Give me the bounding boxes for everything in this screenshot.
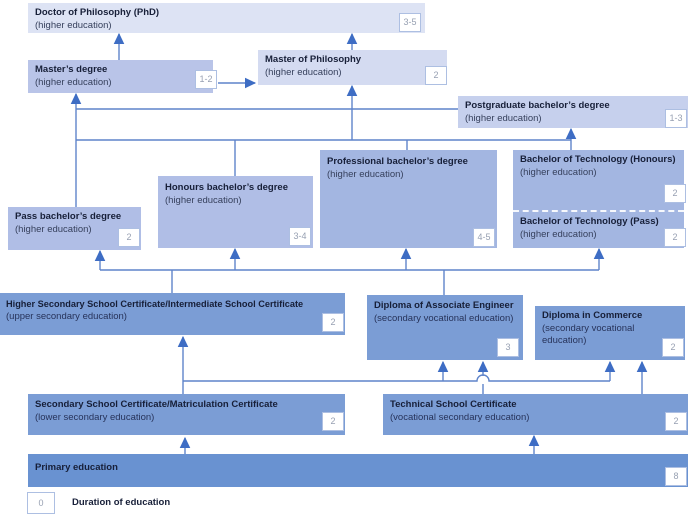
- box-subtitle: (secondary vocational education): [542, 322, 635, 347]
- box-subtitle: (higher education): [520, 166, 597, 178]
- box-title: Doctor of Philosophy (PhD): [35, 7, 160, 18]
- box-subtitle: (higher education): [465, 112, 542, 124]
- box-title: Primary education: [35, 462, 118, 473]
- box-subtitle: (secondary vocational education): [374, 312, 514, 324]
- box-subtitle: (lower secondary education): [35, 411, 155, 423]
- duration-badge: 2: [322, 313, 344, 332]
- duration-badge: 2: [118, 228, 140, 247]
- box-postgraduate-bachelor: Postgraduate bachelor’s degree (higher e…: [458, 96, 688, 128]
- box-title: Higher Secondary School Certificate/Inte…: [6, 299, 304, 309]
- box-subtitle: (higher education): [165, 194, 242, 206]
- box-professional-bachelor: Professional bachelor’s degree (higher e…: [320, 150, 497, 248]
- duration-badge: 8: [665, 467, 687, 486]
- box-mphil: Master of Philosophy (higher education) …: [258, 50, 447, 85]
- box-title: Bachelor of Technology (Honours): [520, 154, 676, 165]
- box-subtitle: (higher education): [35, 19, 112, 31]
- duration-badge: 3: [497, 338, 519, 357]
- box-hssc: Higher Secondary School Certificate/Inte…: [0, 293, 345, 335]
- bus-line-ssc-level: [183, 374, 610, 382]
- duration-badge: 4-5: [473, 228, 495, 247]
- box-title: Professional bachelor’s degree: [327, 156, 468, 167]
- box-title: Technical School Certificate: [390, 399, 517, 410]
- box-masters: Master’s degree (higher education) 1-2: [28, 60, 217, 93]
- box-technical-school-certificate: Technical School Certificate (vocational…: [383, 394, 688, 435]
- duration-badge: 2: [664, 184, 686, 203]
- box-title: Honours bachelor’s degree: [165, 182, 289, 193]
- box-subtitle: (vocational secondary education): [390, 411, 530, 423]
- box-title: Master’s degree: [35, 64, 108, 75]
- box-pass-bachelor: Pass bachelor’s degree (higher education…: [8, 207, 141, 250]
- duration-badge: 2: [425, 66, 447, 85]
- duration-badge: 2: [664, 228, 686, 247]
- duration-badge: 2: [665, 412, 687, 431]
- duration-badge: 3-5: [399, 13, 421, 32]
- box-subtitle: (higher education): [265, 66, 342, 78]
- box-honours-bachelor: Honours bachelor’s degree (higher educat…: [158, 176, 313, 248]
- box-title: Diploma in Commerce: [542, 310, 643, 321]
- duration-badge: 2: [662, 338, 684, 357]
- box-title: Master of Philosophy: [265, 54, 362, 65]
- box-diploma-in-commerce: Diploma in Commerce (secondary vocationa…: [535, 306, 685, 360]
- box-subtitle: (higher education): [35, 76, 112, 88]
- box-subtitle: (higher education): [15, 223, 92, 235]
- duration-badge: 3-4: [289, 227, 311, 246]
- box-title: Secondary School Certificate/Matriculati…: [35, 399, 278, 410]
- box-title: Postgraduate bachelor’s degree: [465, 100, 610, 111]
- box-ssc: Secondary School Certificate/Matriculati…: [28, 394, 345, 435]
- duration-badge: 1-2: [195, 70, 217, 89]
- box-phd: Doctor of Philosophy (PhD) (higher educa…: [28, 3, 425, 33]
- box-title: Bachelor of Technology (Pass): [520, 216, 659, 227]
- box-title: Pass bachelor’s degree: [15, 211, 122, 222]
- box-btech-pass: Bachelor of Technology (Pass) (higher ed…: [513, 210, 686, 248]
- duration-badge: 1-3: [665, 109, 687, 128]
- box-subtitle: (higher education): [327, 168, 404, 180]
- box-title: Diploma of Associate Engineer: [374, 300, 514, 311]
- legend-duration-badge: 0: [27, 492, 55, 514]
- box-btech-honours: Bachelor of Technology (Honours) (higher…: [513, 150, 686, 210]
- duration-badge: 2: [322, 412, 344, 431]
- box-primary-education: Primary education 8: [28, 454, 688, 487]
- box-subtitle: (higher education): [520, 228, 597, 240]
- box-subtitle: (upper secondary education): [6, 310, 127, 322]
- box-bachelor-of-technology: Bachelor of Technology (Honours) (higher…: [513, 150, 686, 248]
- legend-label: Duration of education: [72, 497, 171, 508]
- box-diploma-associate-engineer: Diploma of Associate Engineer (secondary…: [367, 295, 523, 360]
